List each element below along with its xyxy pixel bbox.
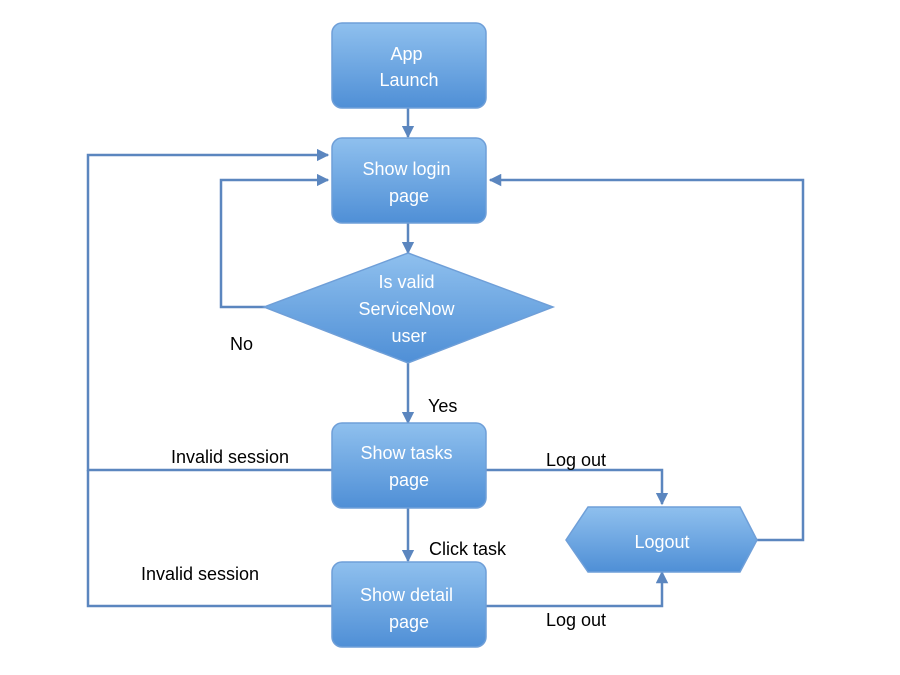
show-tasks-line-2: page [389, 470, 429, 490]
node-is-valid-user: Is valid ServiceNow user [261, 252, 556, 364]
svg-text:Show login page: Show login page [362, 159, 455, 206]
node-show-login: Show login page [331, 137, 487, 224]
show-login-line-1: Show login [362, 159, 450, 179]
show-tasks-box [331, 422, 487, 509]
edge-label-no: No [230, 334, 253, 354]
show-tasks-line-1: Show tasks [360, 443, 452, 463]
node-logout: Logout [565, 506, 758, 573]
decision-line-1: Is valid [378, 272, 434, 292]
logout-label: Logout [634, 532, 689, 552]
svg-text:Show tasks page: Show tasks page [360, 443, 457, 490]
show-detail-box [331, 561, 487, 648]
node-show-detail: Show detail page [331, 561, 487, 648]
edge-label-invalid-session-tasks: Invalid session [171, 447, 289, 467]
app-launch-box [331, 22, 487, 109]
edge-label-log-out-tasks: Log out [546, 450, 606, 470]
show-login-box [331, 137, 487, 224]
edge-label-log-out-detail: Log out [546, 610, 606, 630]
edges [86, 108, 805, 608]
edge-label-click-task: Click task [429, 539, 507, 559]
edge-label-invalid-session-detail: Invalid session [141, 564, 259, 584]
edge-logout-to-login [488, 173, 805, 542]
show-login-line-2: page [389, 186, 429, 206]
svg-text:App Launch: App Launch [379, 44, 438, 90]
edge-tasks-invalid-session [86, 148, 332, 472]
svg-text:Is valid ServiceNow: Is valid ServiceNow user [358, 272, 459, 346]
edge-tasks-logout [486, 468, 669, 506]
node-show-tasks: Show tasks page [331, 422, 487, 509]
decision-line-3: user [391, 326, 426, 346]
app-launch-line-2: Launch [379, 70, 438, 90]
is-valid-user-diamond [261, 252, 556, 364]
edge-detail-logout [486, 570, 669, 608]
svg-text:Show detail page: Show detail page [360, 585, 458, 632]
svg-text:Logout: Logout [634, 532, 689, 552]
logout-hexagon [565, 506, 758, 573]
edge-decision-no-loop [219, 173, 330, 309]
show-detail-line-1: Show detail [360, 585, 453, 605]
show-detail-line-2: page [389, 612, 429, 632]
decision-line-2: ServiceNow [358, 299, 455, 319]
edge-labels: No Yes Invalid session Invalid session L… [141, 334, 606, 630]
app-launch-line-1: App [390, 44, 422, 64]
edge-detail-invalid-session [86, 470, 332, 608]
node-app-launch: App Launch [331, 22, 487, 109]
edge-label-yes: Yes [428, 396, 457, 416]
